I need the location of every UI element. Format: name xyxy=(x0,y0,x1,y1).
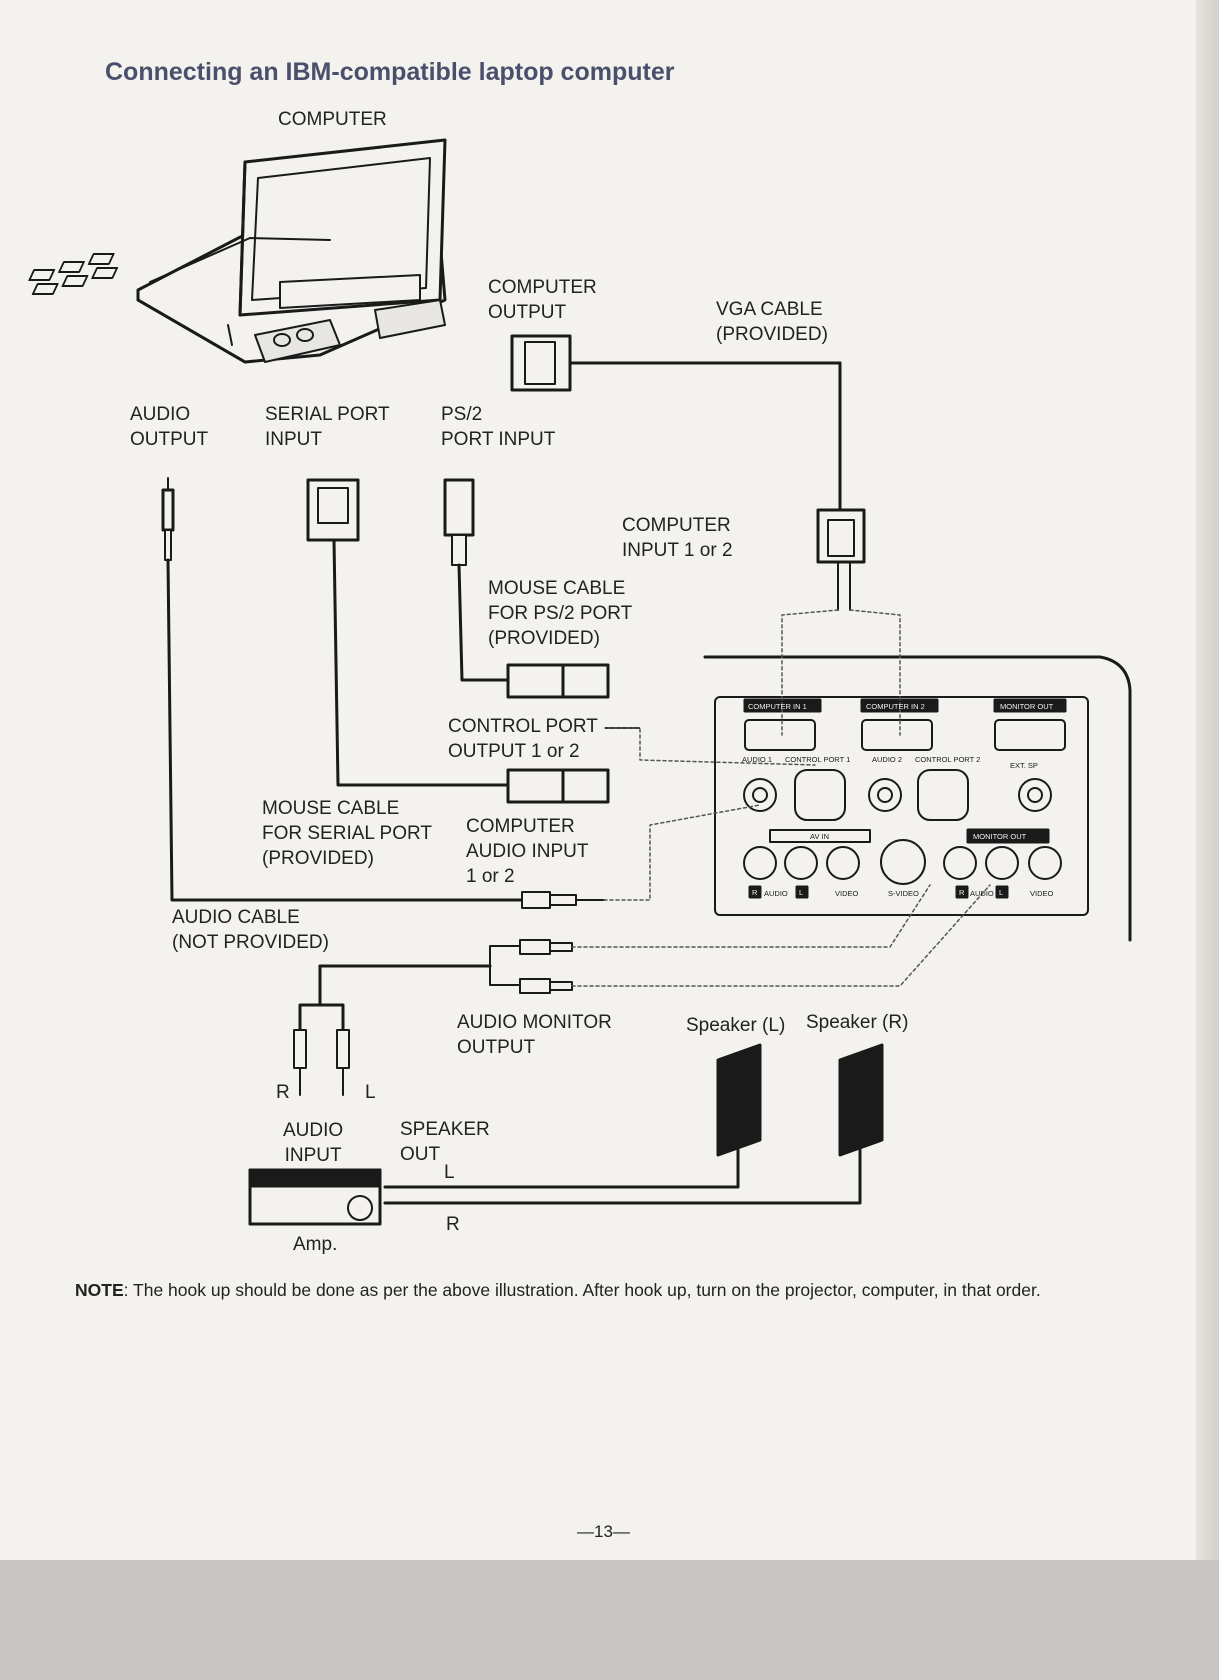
label-serial-port-input: SERIAL PORT INPUT xyxy=(265,404,390,450)
label-audio-cable: AUDIO CABLE (NOT PROVIDED) xyxy=(172,907,329,953)
panel-l-box-2: L xyxy=(999,888,1003,897)
note-paragraph: NOTE: The hook up should be done as per … xyxy=(75,1278,1095,1303)
panel-labels: COMPUTER IN 1 COMPUTER IN 2 MONITOR OUT … xyxy=(748,702,1054,897)
label-speaker-out: SPEAKER OUT xyxy=(400,1119,490,1165)
label-control-port-output: CONTROL PORT OUTPUT 1 or 2 xyxy=(448,716,598,762)
ps2-mouse-cable-illustration xyxy=(443,478,610,699)
label-vga-cable: VGA CABLE (PROVIDED) xyxy=(716,299,828,345)
panel-labels-dark: AUDIO 1 CONTROL PORT 1 AUDIO 2 CONTROL P… xyxy=(742,755,1054,898)
panel-l-box: L xyxy=(799,888,803,897)
panel-video: VIDEO xyxy=(835,889,859,898)
panel-audio-text: AUDIO xyxy=(764,889,788,898)
panel-audio-text-2: AUDIO xyxy=(970,889,994,898)
serial-mouse-cable-illustration xyxy=(306,478,610,804)
panel-monitor-out: MONITOR OUT xyxy=(1000,702,1054,711)
label-computer-output: COMPUTER OUTPUT xyxy=(488,277,597,323)
panel-ext-sp: EXT. SP xyxy=(1010,761,1038,770)
panel-video-2: VIDEO xyxy=(1030,889,1054,898)
page-number: —13— xyxy=(577,1522,630,1541)
label-speaker-l: Speaker (L) xyxy=(686,1015,786,1036)
panel-audio-1: AUDIO 1 xyxy=(742,755,772,764)
panel-r-box-2: R xyxy=(959,888,965,897)
label-mouse-cable-serial: MOUSE CABLE FOR SERIAL PORT (PROVIDED) xyxy=(262,798,432,869)
panel-computer-in-2: COMPUTER IN 2 xyxy=(866,702,925,711)
page-title: Connecting an IBM-compatible laptop comp… xyxy=(105,58,675,86)
label-plug-r: R xyxy=(276,1082,290,1103)
panel-av-in: AV IN xyxy=(810,832,829,841)
rca-cable-illustration xyxy=(293,939,573,1096)
panel-control-port-2: CONTROL PORT 2 xyxy=(915,755,980,764)
label-ps2-port-input: PS/2 PORT INPUT xyxy=(441,404,556,450)
label-amp: Amp. xyxy=(293,1234,338,1255)
note-text: : The hook up should be done as per the … xyxy=(123,1280,1041,1300)
panel-control-port-1: CONTROL PORT 1 xyxy=(785,755,850,764)
vga-cable-illustration xyxy=(510,334,866,611)
label-computer-input: COMPUTER INPUT 1 or 2 xyxy=(622,515,733,561)
audio-cable-illustration xyxy=(161,477,605,909)
label-wire-r: R xyxy=(446,1214,460,1235)
label-plug-l: L xyxy=(365,1082,376,1103)
label-audio-input: AUDIO INPUT xyxy=(283,1120,344,1166)
label-speaker-r: Speaker (R) xyxy=(806,1012,909,1033)
speaker-illustrations xyxy=(383,1043,884,1205)
panel-monitor-out-2: MONITOR OUT xyxy=(973,832,1027,841)
page-edge-shadow xyxy=(1196,0,1219,1560)
label-audio-monitor-output: AUDIO MONITOR OUTPUT xyxy=(457,1012,612,1058)
note-label: NOTE xyxy=(75,1280,124,1300)
projector-rear-panel-illustration xyxy=(703,655,1132,942)
panel-s-video: S-VIDEO xyxy=(888,889,919,898)
label-computer: COMPUTER xyxy=(278,109,387,130)
amplifier-illustration xyxy=(248,1168,382,1226)
panel-audio-2: AUDIO 2 xyxy=(872,755,902,764)
laptop-computer-illustration xyxy=(28,138,447,364)
label-computer-audio-input: COMPUTER AUDIO INPUT 1 or 2 xyxy=(466,816,589,887)
scan-background xyxy=(0,1560,1219,1680)
panel-r-box: R xyxy=(752,888,758,897)
connection-diagram: COMPUTER IN 1 COMPUTER IN 2 MONITOR OUT … xyxy=(28,138,1132,1226)
label-mouse-cable-ps2: MOUSE CABLE FOR PS/2 PORT (PROVIDED) xyxy=(488,578,633,649)
label-wire-l: L xyxy=(444,1162,455,1183)
panel-computer-in-1: COMPUTER IN 1 xyxy=(748,702,807,711)
label-audio-output: AUDIO OUTPUT xyxy=(130,404,209,450)
